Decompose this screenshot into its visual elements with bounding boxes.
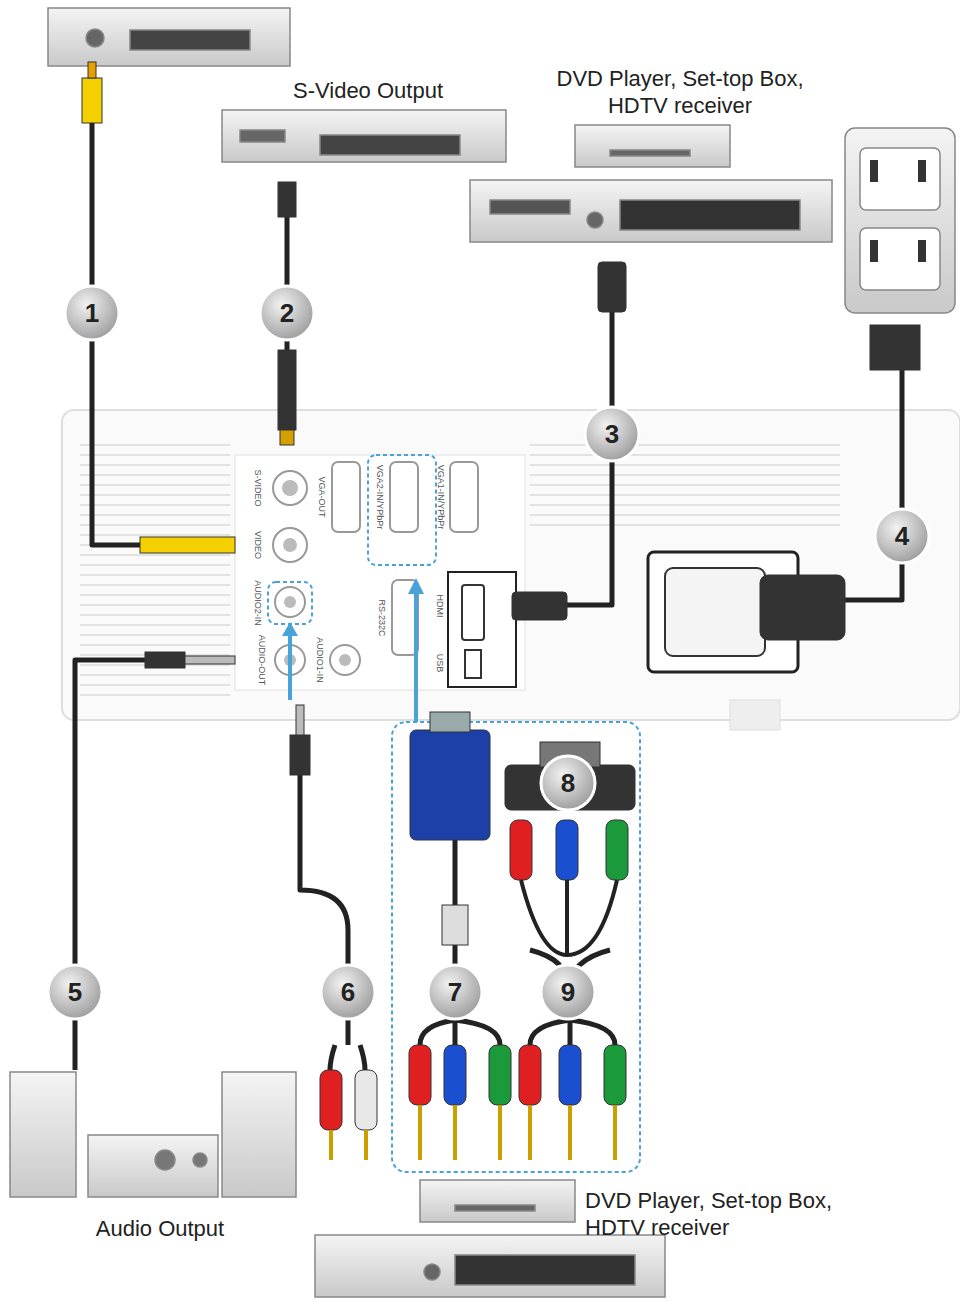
- port-label: RS-232C: [377, 599, 387, 636]
- port-label: S-VIDEO: [253, 469, 263, 506]
- port-label: AUDIO2-IN: [253, 580, 263, 626]
- port-label: AUDIO1-IN: [315, 637, 325, 683]
- callout-number: 5: [68, 977, 82, 1008]
- port-label: VIDEO: [253, 531, 263, 559]
- caption-text: S-Video Output: [293, 77, 443, 104]
- caption-text: DVD Player, Set-top Box, HDTV receiver: [530, 65, 830, 119]
- callout-number: 4: [895, 521, 909, 552]
- port-label: HDMI: [435, 595, 445, 618]
- callout-number: 2: [280, 298, 294, 329]
- port-label: VGA1-IN/YPbPr: [436, 465, 446, 530]
- port-label: VGA-OUT: [317, 476, 327, 517]
- port-label: AUDIO-OUT: [257, 635, 267, 686]
- callout-number: 1: [85, 298, 99, 329]
- callout-number: 9: [561, 977, 575, 1008]
- caption-text: DVD Player, Set-top Box, HDTV receiver: [585, 1187, 885, 1241]
- caption-text: Audio Output: [96, 1215, 224, 1242]
- callout-number: 6: [341, 977, 355, 1008]
- callout-number: 3: [605, 419, 619, 450]
- port-label: USB: [435, 654, 445, 673]
- callout-number: 7: [448, 977, 462, 1008]
- callout-number: 8: [561, 768, 575, 799]
- port-label: VGA2-IN/YPbPr: [375, 465, 385, 530]
